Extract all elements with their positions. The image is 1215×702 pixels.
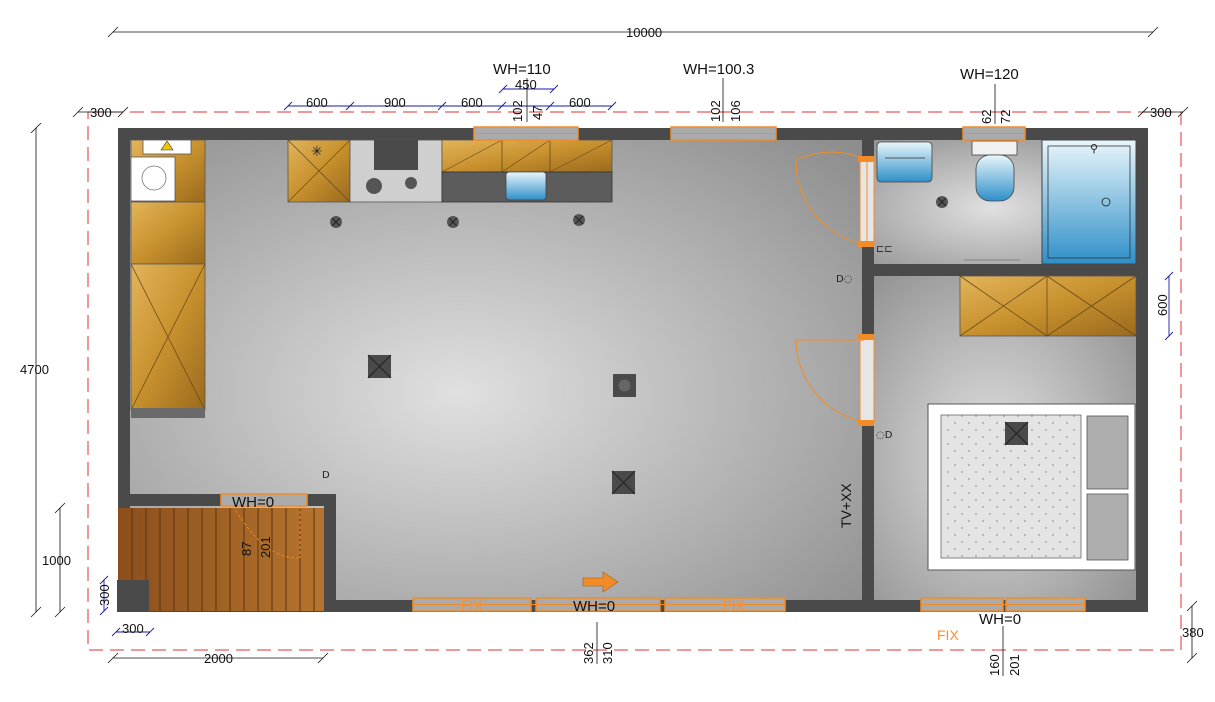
opening-label: WH=0 bbox=[979, 611, 1021, 628]
ceiling-light-icon bbox=[936, 196, 948, 208]
floor-box bbox=[367, 354, 392, 379]
opening-h1: 160 bbox=[987, 654, 1002, 676]
cabinet-top-2 bbox=[441, 139, 613, 173]
pillow bbox=[1086, 493, 1129, 561]
door-hinge bbox=[858, 334, 874, 340]
warning-icon bbox=[160, 140, 174, 151]
door-hinge bbox=[858, 420, 874, 426]
switch-icon: ◌D bbox=[876, 430, 893, 441]
opening-label: WH=0 bbox=[573, 598, 615, 615]
dim-bottom-left-v: 300 bbox=[97, 584, 112, 606]
ceiling-light-icon bbox=[573, 214, 585, 226]
burner bbox=[405, 177, 417, 189]
dim-right-overhang: 300 bbox=[1150, 105, 1172, 120]
wardrobe bbox=[959, 275, 1137, 337]
stair-wall-side bbox=[324, 494, 336, 612]
washbasin bbox=[876, 141, 933, 183]
opening-h2: 72 bbox=[998, 110, 1013, 124]
toilet bbox=[975, 154, 1015, 202]
cabinet-diag bbox=[441, 139, 503, 173]
burner bbox=[366, 178, 382, 194]
shower-drain bbox=[1101, 197, 1111, 207]
stair-post bbox=[117, 580, 149, 612]
door-swing-2 bbox=[795, 339, 865, 423]
ceiling-light-icon bbox=[330, 216, 342, 228]
dim-kitchen-3: 600 bbox=[461, 95, 483, 110]
dim-total-width: 10000 bbox=[626, 25, 662, 40]
stair-window-swing bbox=[232, 505, 301, 559]
kitchen-sink bbox=[505, 171, 547, 201]
dim-bottom-right-offset: 380 bbox=[1182, 625, 1204, 640]
stairs bbox=[118, 508, 324, 611]
cabinet-left-1 bbox=[130, 201, 206, 265]
shower-tray bbox=[1047, 145, 1131, 259]
dim-kitchen-2: 900 bbox=[384, 95, 406, 110]
opening-h1: 102 bbox=[708, 100, 723, 122]
dim-bottom-left-h: 300 bbox=[122, 621, 144, 636]
cabinet-cross bbox=[959, 275, 1137, 337]
cabinet-diag bbox=[501, 139, 551, 173]
entrance-arrow-icon bbox=[582, 571, 619, 593]
shower bbox=[1041, 139, 1137, 265]
opening-h1: 362 bbox=[581, 642, 596, 664]
opening-h2: 201 bbox=[1007, 654, 1022, 676]
dim-window-width: 450 bbox=[515, 77, 537, 92]
sink-bowl bbox=[141, 165, 167, 191]
toilet-tank bbox=[971, 140, 1018, 156]
floor-box bbox=[1004, 421, 1029, 446]
dim-entry-depth: 1000 bbox=[42, 553, 71, 568]
switch-icon: D bbox=[322, 470, 330, 481]
shower-head-icon: ⚲ bbox=[1090, 142, 1098, 155]
dim-right-side: 600 bbox=[1155, 294, 1170, 316]
opening-h2: 47 bbox=[530, 106, 545, 120]
opening-h1: 62 bbox=[979, 110, 994, 124]
cabinet-cross bbox=[287, 139, 351, 203]
dim-kitchen-1: 600 bbox=[306, 95, 328, 110]
opening-h2: 201 bbox=[258, 536, 273, 558]
cabinet-base bbox=[131, 408, 205, 418]
floor-outlet bbox=[613, 374, 636, 397]
tv-label: TV+XX bbox=[838, 483, 854, 528]
dim-bottom-left-width: 2000 bbox=[204, 651, 233, 666]
light-icon: ✳ bbox=[311, 144, 323, 160]
fix-label: FIX bbox=[461, 597, 483, 613]
opening-label: WH=100.3 bbox=[683, 61, 754, 78]
pillow bbox=[1086, 415, 1129, 490]
stair-treads bbox=[131, 508, 315, 611]
opening-label: WH=0 bbox=[232, 494, 274, 511]
dim-kitchen-4: 600 bbox=[569, 95, 591, 110]
dim-left-overhang: 300 bbox=[90, 105, 112, 120]
dim-total-depth: 4700 bbox=[20, 362, 49, 377]
fix-label: FIX bbox=[723, 597, 745, 613]
fix-label: FIX bbox=[937, 627, 959, 643]
door-frame-2 bbox=[859, 336, 875, 424]
door-hinge bbox=[858, 241, 874, 247]
opening-label: WH=110 bbox=[493, 61, 551, 78]
opening-label: WH=120 bbox=[960, 66, 1019, 83]
ceiling-light-icon bbox=[447, 216, 459, 228]
opening-h2: 310 bbox=[600, 642, 615, 664]
opening-h1: 102 bbox=[510, 100, 525, 122]
switch-icon: D◌ bbox=[836, 274, 852, 285]
window-stair bbox=[220, 493, 308, 507]
property-boundary bbox=[87, 111, 1182, 651]
opening-h2: 106 bbox=[728, 100, 743, 122]
bath-wall bbox=[874, 264, 1136, 276]
stove-hood bbox=[374, 140, 418, 170]
cabinet-diag bbox=[549, 139, 613, 173]
door-hinge bbox=[858, 156, 874, 162]
opening-h1: 87 bbox=[239, 542, 254, 556]
floor-box bbox=[611, 470, 636, 495]
cabinet-cross bbox=[130, 263, 206, 411]
switch-icon: ⊏⊏ bbox=[876, 244, 893, 255]
